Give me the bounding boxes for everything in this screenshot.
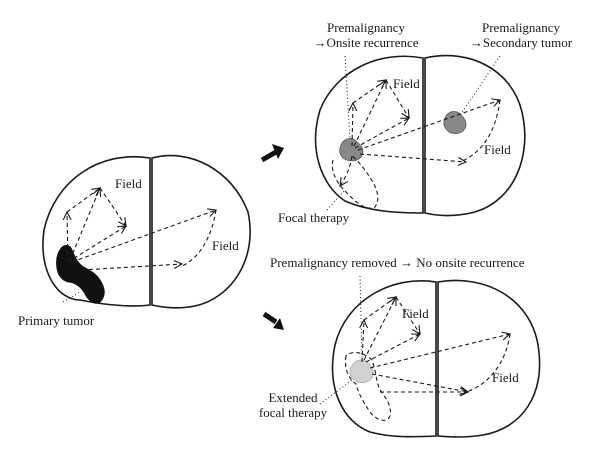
field-label-top-upper: Field	[393, 76, 420, 91]
left-lobe	[314, 55, 424, 214]
extended-focal-therapy-label: Extended focal therapy	[246, 390, 340, 420]
focal-therapy-label: Focal therapy	[278, 210, 350, 225]
extended-focal-therapy-zone	[344, 351, 391, 421]
premalignancy-onsite-label: Premalignancy →Onsite recurrence	[296, 20, 436, 50]
right-lobe	[424, 54, 526, 217]
onsite-recurrence-word: →Onsite recurrence	[313, 35, 419, 50]
premalignancy-removed-label: Premalignancy removed → No onsite recurr…	[270, 255, 525, 270]
left-field-arrows	[67, 188, 216, 271]
left-organ	[42, 154, 251, 309]
premalignancy-word: Premalignancy	[327, 20, 405, 35]
primary-tumor-label: Primary tumor	[18, 313, 95, 328]
left-lobe	[331, 280, 437, 438]
onsite-leader	[344, 55, 351, 141]
secondary-tumor-word: →Secondary tumor	[469, 35, 573, 50]
field-label-left-lower: Field	[212, 238, 239, 253]
premalignancy-removed-shape	[349, 359, 374, 383]
top-right-organ	[314, 54, 526, 217]
premalignancy-secondary-label: Premalignancy →Secondary tumor	[460, 20, 582, 50]
field-label-bottom-upper: Field	[402, 306, 429, 321]
right-down-arrow-icon	[262, 311, 284, 330]
focal-therapy-leader	[326, 189, 346, 211]
right-lobe	[151, 154, 251, 309]
field-label-top-lower: Field	[484, 142, 511, 157]
focal-therapy-word: focal therapy	[258, 405, 328, 420]
premalignancy-word: Premalignancy	[482, 20, 560, 35]
field-label-left-upper: Field	[115, 176, 142, 191]
top-right-field-arrows	[340, 80, 500, 186]
premalignancy-secondary-shape	[443, 111, 467, 134]
right-down-arrow-icon	[260, 144, 284, 163]
extended-word: Extended	[268, 390, 318, 405]
bottom-right-organ	[319, 275, 541, 438]
focal-therapy-zone	[331, 155, 379, 209]
bottom-right-field-arrows	[362, 297, 510, 392]
field-label-bottom-lower: Field	[492, 370, 519, 385]
right-lobe	[437, 279, 541, 438]
